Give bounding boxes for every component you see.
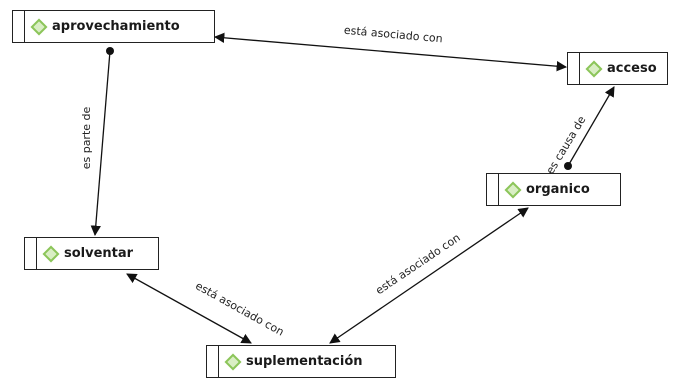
edge-label-aprovechamiento-acceso: está asociado con [343,24,443,46]
node-label: organico [526,182,590,197]
node-handle [25,238,37,269]
diamond-icon [224,353,242,370]
edge-aprovechamiento-acceso [213,32,568,72]
diamond-icon [504,181,522,198]
edge-label-suplementacion-organico: está asociado con [373,231,462,297]
node-handle [568,53,580,84]
node-label: acceso [607,61,657,76]
node-label: solventar [64,246,134,261]
node-label: suplementación [246,354,363,369]
edge-start-dot [564,162,572,170]
diamond-icon [585,60,603,77]
node-suplementacion[interactable]: suplementación [206,345,396,378]
node-solventar[interactable]: solventar [24,237,159,270]
node-acceso[interactable]: acceso [567,52,668,85]
edge-suplementacion-organico [329,207,529,344]
diamond-icon [42,245,60,262]
edge-solventar-suplementacion [126,273,252,344]
node-handle [207,346,219,377]
node-label: aprovechamiento [52,19,180,34]
node-handle [487,174,499,205]
edge-label-solventar-suplementacion: está asociado con [193,279,286,338]
node-handle [13,11,25,42]
edge-organico-acceso [567,86,615,167]
node-aprovechamiento[interactable]: aprovechamiento [12,10,215,43]
edge-label-aprovechamiento-solventar: es parte de [80,106,93,169]
edge-aprovechamiento-solventar [90,50,111,237]
edge-start-dot [106,47,114,55]
diamond-icon [30,18,48,35]
node-organico[interactable]: organico [486,173,621,206]
